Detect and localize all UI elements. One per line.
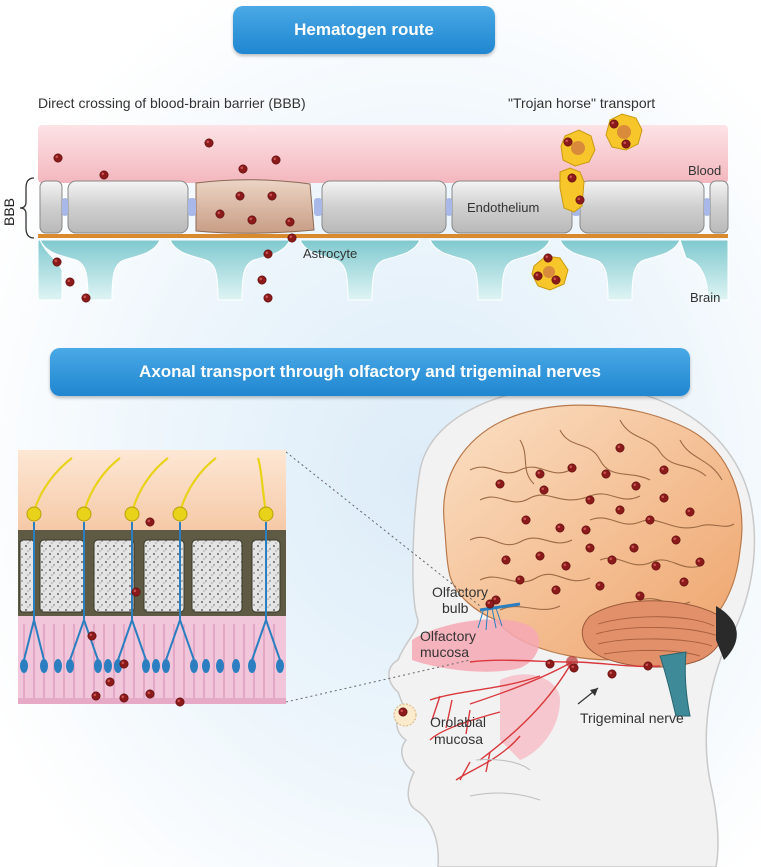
olfactory-bulb: [479, 602, 521, 612]
olfactory-mucosa-label-line2: mucosa: [420, 644, 470, 660]
basement-membrane: [38, 234, 728, 238]
orolabial-lesion: [393, 703, 417, 727]
orolabial-mucosa-label-line2: mucosa: [434, 731, 484, 747]
endothelium-layer: [39, 179, 729, 234]
cerebellum: [581, 600, 724, 668]
orolabial-mucosa-label: Orolabial mucosa: [430, 714, 486, 748]
blood-label: Blood: [688, 163, 721, 178]
olfactory-bulb-label: Olfactory bulb: [432, 584, 488, 616]
olfactory-mucosa: [412, 619, 540, 672]
brain-label: Brain: [690, 290, 720, 305]
olfactory-bulb-label-line2: bulb: [442, 600, 469, 616]
orolabial-mucosa-label-line1: Orolabial: [430, 714, 487, 730]
mouth-lines: [469, 759, 541, 801]
olfactory-mucosa-label-line1: Olfactory: [420, 628, 477, 644]
olfactory-epithelium-inset: [18, 450, 286, 704]
hematogen-route-title: Hematogen route: [233, 6, 495, 54]
astrocyte-layer: [37, 239, 729, 301]
bbb-brace: [19, 177, 35, 239]
olfactory-bulb-label-line1: Olfactory: [432, 584, 489, 600]
trigeminal-nerve-label: Trigeminal nerve: [580, 710, 684, 726]
trojan-horse-label: "Trojan horse" transport: [508, 95, 655, 111]
infected-endothelial-cell: [195, 179, 315, 234]
endothelium-label: Endothelium: [467, 200, 539, 215]
axonal-transport-title: Axonal transport through olfactory and t…: [50, 348, 690, 396]
direct-crossing-label: Direct crossing of blood-brain barrier (…: [38, 95, 306, 111]
trojan-horse-cells: [531, 113, 643, 291]
olfactory-mucosa-label: Olfactory mucosa: [420, 628, 476, 660]
astrocyte-label: Astrocyte: [303, 246, 357, 261]
bbb-label: BBB: [1, 198, 17, 226]
brain-stem: [659, 651, 691, 717]
cerebellum-shadow: [716, 606, 737, 660]
trigeminal-nerve: [429, 659, 661, 781]
callout-lines: [285, 451, 481, 703]
